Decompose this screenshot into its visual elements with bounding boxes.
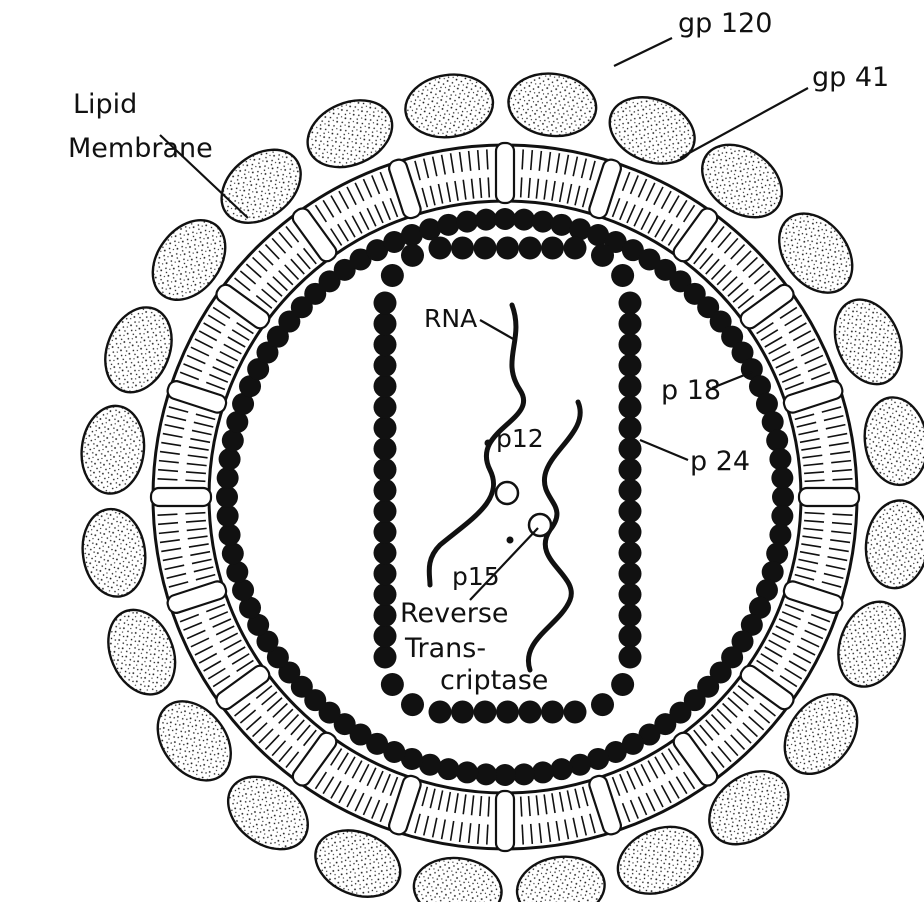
label-lipid-1: Lipid (73, 89, 137, 120)
leader-rna (480, 320, 515, 340)
label-rt-3: criptase (440, 665, 548, 696)
p24-bead (374, 500, 397, 523)
p24-bead (374, 541, 397, 564)
p24-bead (374, 396, 397, 419)
p24-bead (619, 437, 642, 460)
label-gp120: gp 120 (678, 8, 772, 39)
p24-bead (374, 458, 397, 481)
p24-bead (474, 237, 497, 260)
p24-bead (381, 673, 404, 696)
gp41-peg (799, 488, 859, 506)
p24-bead (619, 354, 642, 377)
p24-bead (619, 583, 642, 606)
p24-bead (519, 701, 542, 724)
gp120-knob (505, 69, 600, 141)
label-rt-2: Trans- (404, 633, 486, 664)
p24-bead (564, 237, 587, 260)
p24-bead (374, 354, 397, 377)
label-p24: p 24 (690, 446, 750, 477)
gp120-knob (410, 853, 505, 902)
p12-dot (485, 440, 492, 447)
p24-bead (619, 312, 642, 335)
p24-bead (381, 264, 404, 287)
p24-bead (619, 333, 642, 356)
label-p15: p15 (452, 562, 500, 591)
p24-bead (619, 396, 642, 419)
label-rna: RNA (424, 304, 477, 333)
p24-bead (541, 701, 564, 724)
gp120-knob (861, 497, 924, 592)
p15-dot (507, 537, 514, 544)
p24-bead (374, 312, 397, 335)
p24-bead (374, 521, 397, 544)
p24-bead (401, 693, 424, 716)
p24-bead (619, 500, 642, 523)
p24-bead (619, 416, 642, 439)
reverse-transcriptase-1 (496, 482, 518, 504)
p24-bead (519, 237, 542, 260)
p24-bead (374, 625, 397, 648)
p24-bead (619, 292, 642, 315)
p24-bead (619, 458, 642, 481)
p24-bead (451, 701, 474, 724)
p24-bead (611, 673, 634, 696)
p24-bead (451, 237, 474, 260)
p24-bead (374, 416, 397, 439)
p24-bead (401, 244, 424, 267)
gp120-knob (401, 69, 497, 143)
p24-bead (619, 375, 642, 398)
leader-gp120 (614, 38, 672, 66)
p24-bead (474, 701, 497, 724)
p24-bead (429, 237, 452, 260)
label-p18: p 18 (661, 375, 721, 406)
p24-bead (374, 333, 397, 356)
p24-bead (619, 541, 642, 564)
gp120-knob (513, 851, 609, 902)
gp120-knob (77, 402, 149, 497)
p24-bead (374, 292, 397, 315)
p24-bead (374, 604, 397, 627)
label-gp41: gp 41 (812, 62, 889, 93)
leader-p24 (640, 440, 688, 460)
p24-bead (619, 625, 642, 648)
p24-bead (374, 583, 397, 606)
gp41-peg (496, 791, 514, 851)
gp41-peg (151, 488, 211, 506)
label-p12: p12 (496, 424, 544, 453)
p24-bead (374, 562, 397, 585)
p24-bead (374, 437, 397, 460)
p24-bead (496, 237, 519, 260)
p24-bead (619, 562, 642, 585)
gp41-peg (496, 143, 514, 203)
p24-bead (496, 701, 519, 724)
label-lipid-2: Membrane (68, 133, 213, 164)
gp120-knob (77, 505, 151, 601)
p24-bead (591, 244, 614, 267)
gp120-knob (859, 393, 924, 489)
p24-bead (374, 479, 397, 502)
p24-bead (591, 693, 614, 716)
p24-bead (611, 264, 634, 287)
p24-bead (564, 701, 587, 724)
p24-bead (429, 701, 452, 724)
p24-bead (541, 237, 564, 260)
p24-bead (374, 375, 397, 398)
label-rt-1: Reverse (400, 598, 509, 629)
p24-bead (619, 604, 642, 627)
p24-bead (619, 521, 642, 544)
p24-bead (619, 646, 642, 669)
p24-bead (374, 646, 397, 669)
p24-bead (619, 479, 642, 502)
